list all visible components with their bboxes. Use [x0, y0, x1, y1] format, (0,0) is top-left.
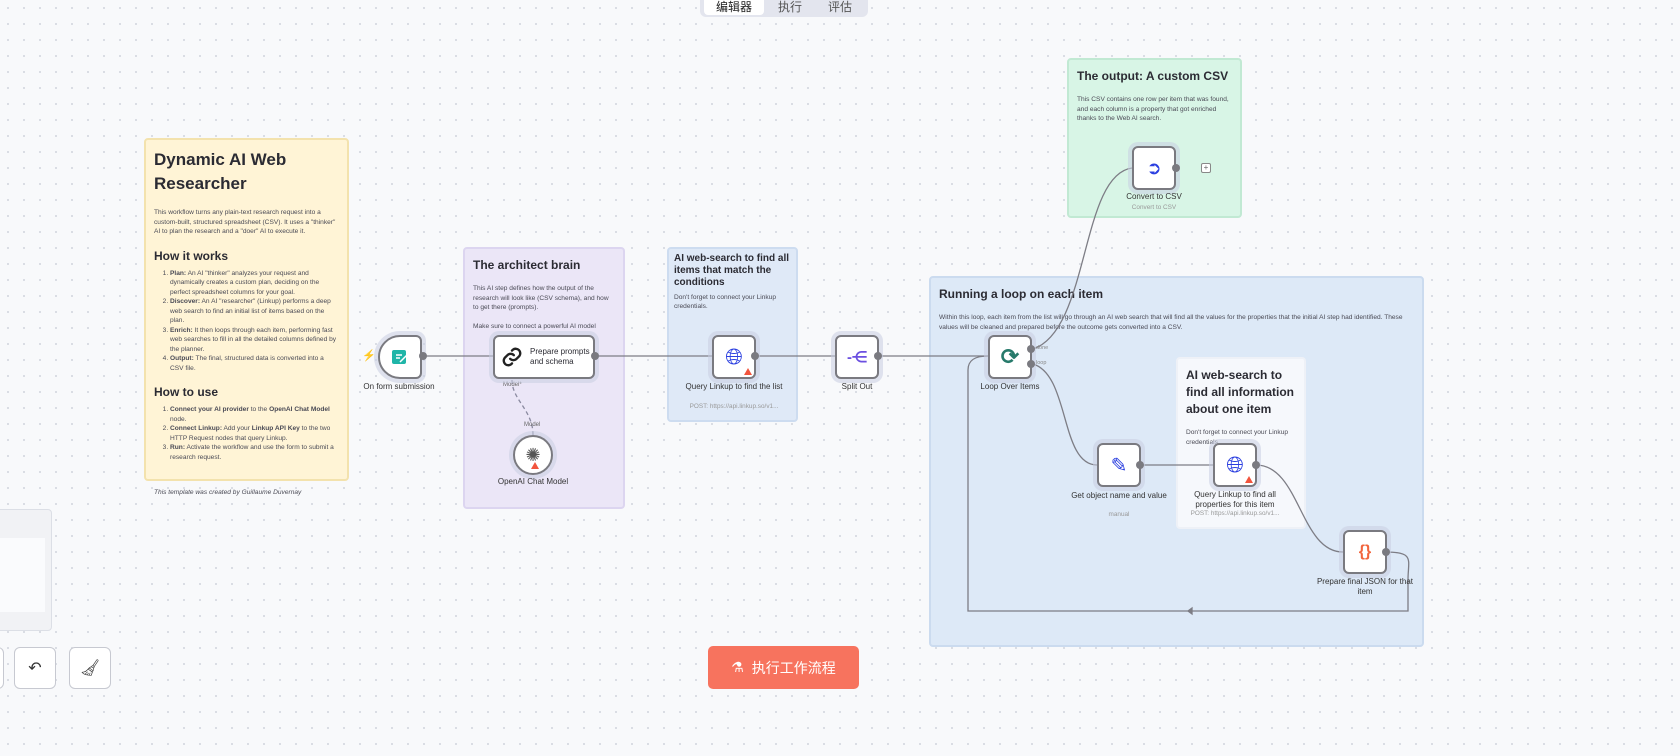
query-item-output-port[interactable]	[1252, 461, 1260, 469]
form-output-port[interactable]	[419, 352, 427, 360]
node-get-object[interactable]: ✎	[1097, 443, 1141, 487]
edge-loop-csv	[1032, 167, 1133, 350]
search-list-desc: Don't forget to connect your Linkup cred…	[674, 294, 777, 310]
edge-query-final	[1255, 464, 1344, 553]
trigger-bolt-icon: ⚡	[362, 350, 376, 362]
node-prepare-prompts[interactable]: Prepare prompts and schema	[493, 335, 595, 379]
output-note[interactable]: The output: A custom CSV This CSV contai…	[1067, 58, 1242, 218]
warning-icon	[744, 368, 752, 375]
warning-icon	[1245, 476, 1253, 483]
loop-output-label: loop	[1036, 360, 1047, 366]
file-convert-icon: ➲	[1146, 157, 1162, 178]
csv-output-port[interactable]	[1172, 164, 1180, 172]
prepare-output-port[interactable]	[591, 352, 599, 360]
node-openai-chat-model[interactable]: ✺	[513, 435, 553, 475]
intro-title: Dynamic AI Web Researcher	[154, 150, 287, 193]
how-use-list: Connect your AI provider to the OpenAI C…	[154, 405, 339, 462]
split-icon: -⋲	[847, 349, 867, 366]
broom-icon: 🧹︎	[79, 660, 101, 677]
csv-sub: Convert to CSV	[1131, 204, 1177, 211]
query-list-output-port[interactable]	[751, 352, 759, 360]
how-works-title: How it works	[154, 248, 229, 263]
view-tabs: 编辑器 执行 评估	[700, 0, 868, 17]
getobj-output-port[interactable]	[1136, 461, 1144, 469]
clear-execution-button[interactable]: 🧹︎	[69, 647, 111, 689]
query-list-label: Query Linkup to find the list	[685, 382, 783, 391]
globe-icon: 🌐︎	[725, 344, 743, 369]
model-port-label: Model*	[503, 382, 522, 388]
tab-editor[interactable]: 编辑器	[704, 0, 764, 15]
form-icon	[392, 350, 408, 364]
node-loop-over-items[interactable]: ⟳	[988, 335, 1032, 379]
final-output-port[interactable]	[1382, 548, 1390, 556]
node-convert-to-csv[interactable]: ➲	[1132, 146, 1176, 190]
openai-label: OpenAI Chat Model	[497, 477, 569, 486]
tab-evaluations[interactable]: 评估	[828, 0, 853, 14]
how-use-title: How to use	[154, 385, 219, 399]
architect-desc: This AI step defines how the output of t…	[473, 285, 609, 311]
openai-icon: ✺	[525, 444, 541, 465]
node-query-linkup-item[interactable]: 🌐︎	[1213, 443, 1257, 487]
node-split-out[interactable]: -⋲	[835, 335, 879, 379]
pencil-icon: ✎	[1110, 454, 1128, 477]
intro-desc: This workflow turns any plain-text resea…	[154, 209, 336, 235]
getobj-sub: manual	[1108, 511, 1130, 518]
execute-workflow-button[interactable]: ⚗ 执行工作流程	[708, 646, 859, 689]
csv-label: Convert to CSV	[1126, 192, 1182, 201]
query-item-label: Query Linkup to find all properties for …	[1194, 490, 1276, 509]
edge-model	[511, 379, 534, 436]
split-output-port[interactable]	[874, 352, 882, 360]
architect-title: The architect brain	[473, 258, 581, 272]
edge-loop-getobj	[1032, 363, 1098, 466]
link-icon	[502, 347, 522, 367]
query-item-sub: POST: https://api.linkup.so/v1...	[1190, 510, 1280, 517]
minimap-viewport	[0, 538, 45, 612]
output-desc: This CSV contains one row per item that …	[1077, 96, 1229, 122]
add-node-button[interactable]: +	[1201, 163, 1211, 173]
flask-icon: ⚗	[731, 659, 744, 675]
model-input-label: Model	[524, 422, 541, 428]
prepare-label: Prepare prompts and schema	[530, 347, 590, 366]
partial-button[interactable]	[0, 647, 4, 689]
intro-note[interactable]: Dynamic AI Web Researcher This workflow …	[144, 138, 349, 496]
loop-loop-port[interactable]	[1027, 360, 1035, 368]
edge-final-loop	[967, 355, 1410, 612]
search-item-desc: Don't forget to connect your Linkup cred…	[1186, 429, 1289, 446]
final-label: Prepare final JSON for that item	[1316, 577, 1414, 596]
undo-icon: ↶	[28, 660, 42, 677]
form-label: On form submission	[363, 382, 435, 391]
search-item-title: AI web-search to find all information ab…	[1186, 368, 1294, 416]
split-label: Split Out	[841, 382, 873, 391]
query-list-sub: POST: https://api.linkup.so/v1...	[689, 403, 779, 410]
search-list-title: AI web-search to find all items that mat…	[674, 253, 790, 288]
refresh-icon: ⟳	[1000, 344, 1020, 369]
loop-label: Loop Over Items	[980, 382, 1040, 391]
getobj-label: Get object name and value	[1071, 491, 1167, 500]
architect-hint: Make sure to connect a powerful AI model	[473, 322, 596, 330]
node-prepare-final-json[interactable]: {}	[1343, 530, 1387, 574]
how-works-list: Plan: An AI "thinker" analyzes your requ…	[154, 269, 339, 374]
done-output-label: done	[1036, 345, 1049, 351]
undo-button[interactable]: ↶	[14, 647, 56, 689]
loop-title: Running a loop on each item	[939, 287, 1104, 301]
loop-desc: Within this loop, each item from the lis…	[939, 314, 1403, 331]
tab-executions[interactable]: 执行	[778, 0, 803, 14]
node-query-linkup-list[interactable]: 🌐︎	[712, 335, 756, 379]
edge-arrow	[1186, 606, 1193, 616]
credit: This template was created by Guillaume D…	[154, 489, 302, 496]
minimap-panel[interactable]	[0, 509, 52, 631]
output-title: The output: A custom CSV	[1077, 69, 1229, 83]
search-list-note[interactable]: AI web-search to find all items that mat…	[667, 247, 798, 422]
loop-done-port[interactable]	[1027, 345, 1035, 353]
warning-icon	[531, 462, 539, 469]
globe-icon: 🌐︎	[1226, 452, 1244, 477]
braces-icon: {}	[1358, 543, 1372, 560]
execute-label: 执行工作流程	[751, 659, 836, 676]
node-form-submission[interactable]	[378, 335, 422, 379]
